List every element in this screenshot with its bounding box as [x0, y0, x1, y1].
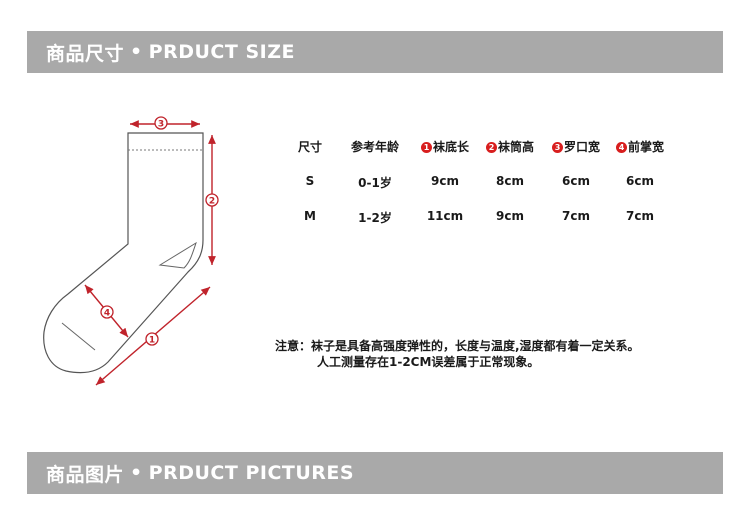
- toe-line: [61, 322, 96, 351]
- cell-cuff-width: 7cm: [562, 209, 590, 223]
- cell-leg-height: 8cm: [496, 174, 524, 188]
- cell-forefoot-width: 6cm: [626, 174, 654, 188]
- marker-1: 1: [145, 332, 159, 346]
- header-size: 尺寸: [297, 140, 322, 154]
- cell-size: M: [304, 209, 316, 223]
- cell-foot-length: 11cm: [426, 209, 464, 223]
- marker-2: 2: [205, 193, 219, 207]
- section-title-cn: 商品图片: [46, 463, 125, 486]
- marker-3: 3: [154, 116, 168, 130]
- note-line-1: 注意：袜子是具备高强度弹性的，长度与温度,湿度都有着一定关系。: [275, 339, 640, 353]
- note-line-2: 人工测量存在1-2CM误差属于正常现象。: [317, 355, 540, 369]
- section-title-separator: •: [130, 41, 143, 63]
- measurement-note: 注意：袜子是具备高强度弹性的，长度与温度,湿度都有着一定关系。 人工测量存在1-…: [275, 338, 640, 370]
- cell-age: 0-1岁: [358, 176, 392, 190]
- marker-3-badge: 3: [551, 142, 563, 153]
- section-header-product-pictures: 商品图片 • PRDUCT PICTURES: [27, 452, 723, 494]
- svg-text:3: 3: [158, 120, 164, 130]
- cell-size: S: [305, 174, 315, 188]
- section-title-en: PRDUCT SIZE: [148, 41, 295, 63]
- cell-forefoot-width: 7cm: [626, 209, 654, 223]
- svg-text:1: 1: [149, 336, 155, 346]
- section-title-separator: •: [130, 462, 143, 484]
- svg-text:4: 4: [104, 309, 110, 319]
- section-title-en: PRDUCT PICTURES: [148, 462, 355, 484]
- marker-2-badge: 2: [485, 142, 497, 153]
- cell-leg-height: 9cm: [496, 209, 524, 223]
- heel-line: [158, 241, 197, 269]
- cell-foot-length: 9cm: [431, 174, 459, 188]
- section-header-product-size: 商品尺寸 • PRDUCT SIZE: [27, 31, 723, 73]
- marker-1-badge: 1: [420, 142, 432, 153]
- cell-cuff-width: 6cm: [562, 174, 590, 188]
- marker-4-badge: 4: [615, 142, 627, 153]
- section-title-cn: 商品尺寸: [46, 42, 125, 65]
- header-age: 参考年龄: [350, 140, 399, 154]
- sock-outline: [43, 132, 204, 374]
- marker-4: 4: [100, 305, 114, 319]
- svg-text:2: 2: [209, 197, 215, 207]
- cell-age: 1-2岁: [358, 211, 392, 225]
